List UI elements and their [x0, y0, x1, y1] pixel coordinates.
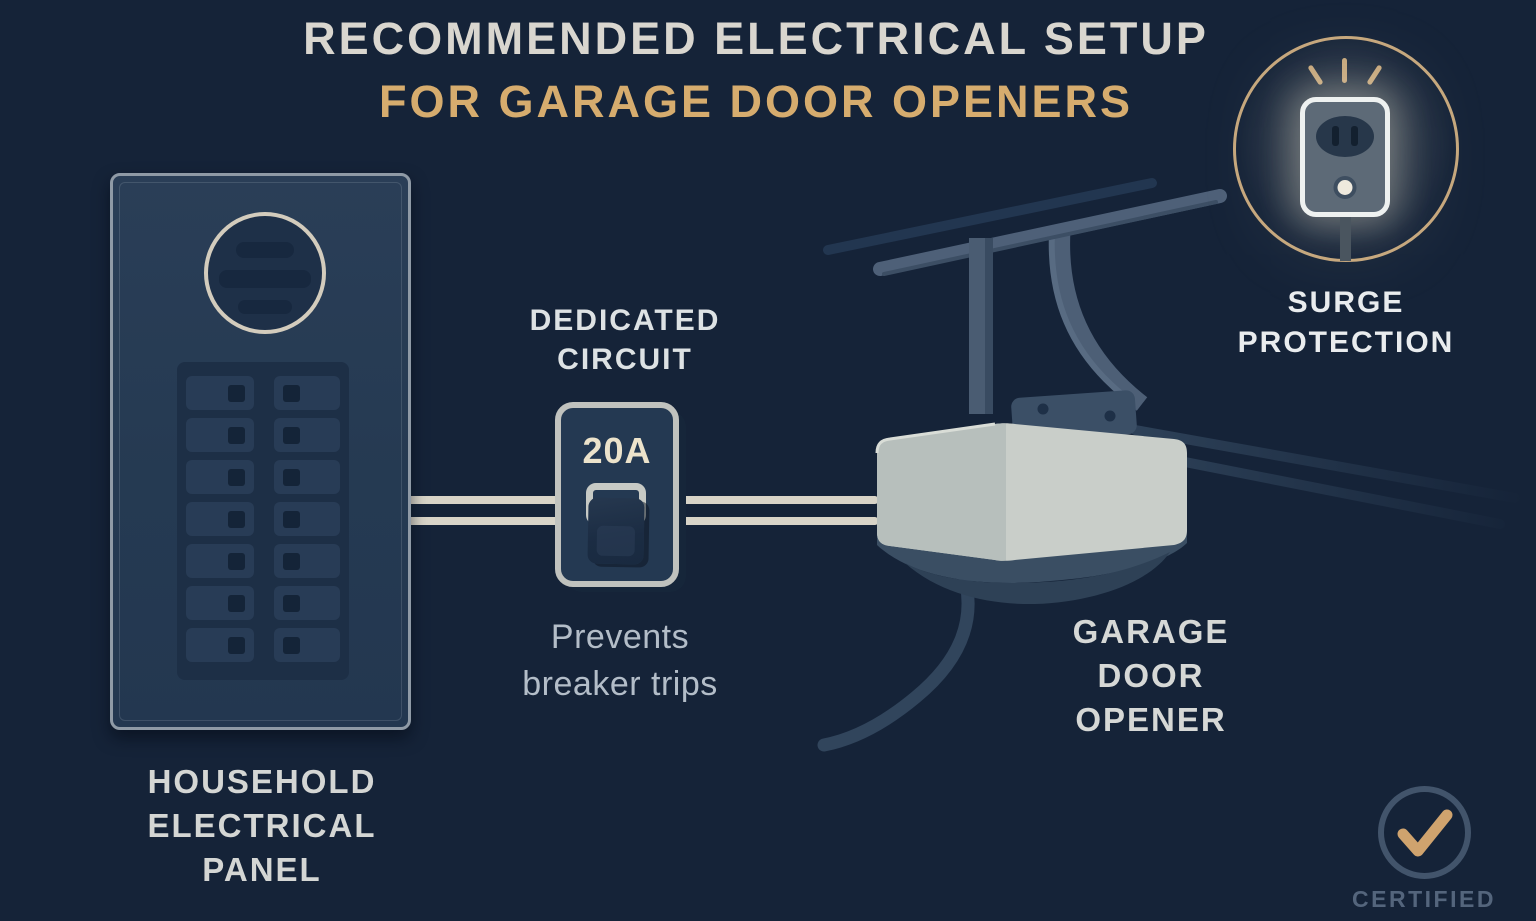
outlet-slot — [1351, 126, 1358, 146]
circuit-benefit-note: Prevents breaker trips — [470, 614, 770, 708]
surge-protector-cord — [1340, 217, 1351, 261]
breaker-switch — [186, 628, 254, 662]
surge-protection-label-line: SURGE — [1287, 286, 1405, 319]
mount-post-shade — [985, 238, 993, 414]
panel-label-line: HOUSEHOLD — [147, 763, 377, 800]
breaker-switch — [186, 376, 254, 410]
breaker-toggle-icon — [283, 594, 300, 612]
breaker-column-left — [186, 376, 254, 666]
breaker-toggle-icon — [283, 510, 300, 528]
surge-protection-illustration — [1233, 36, 1459, 262]
garage-door-opener-top-edge — [875, 422, 996, 454]
meter-bar — [238, 300, 292, 314]
garage-door-opener-label-line: OPENER — [1075, 701, 1227, 738]
breaker-toggle-icon — [283, 426, 300, 444]
opener-underside-shadow — [905, 552, 1170, 605]
outlet-face — [1316, 116, 1374, 157]
breaker-switch — [274, 544, 340, 578]
panel-label-line: ELECTRICAL — [147, 807, 377, 844]
dedicated-circuit-label: DEDICATED CIRCUIT — [475, 301, 775, 379]
ceiling-rail-main-shade — [882, 200, 1218, 276]
spark-ray-icon — [1342, 58, 1347, 83]
meter-bar — [219, 270, 311, 288]
panel-label-line: PANEL — [202, 851, 322, 888]
dedicated-circuit-label-line: CIRCUIT — [557, 343, 693, 376]
circuit-benefit-note-line: breaker trips — [522, 665, 718, 703]
reset-button-icon — [1333, 176, 1357, 199]
breaker-switch — [274, 586, 340, 620]
breaker-switch — [186, 544, 254, 578]
breaker-switch — [186, 418, 254, 452]
breaker-switch — [274, 502, 340, 536]
garage-door-opener-label-line: GARAGE — [1072, 613, 1230, 650]
mount-post — [969, 238, 985, 414]
breaker-toggle-icon — [228, 636, 245, 654]
breaker-switch — [274, 460, 340, 494]
meter-icon — [204, 212, 326, 334]
opener-power-cord — [817, 561, 975, 752]
breaker-toggle-icon — [283, 468, 300, 486]
breaker-toggle-icon — [228, 510, 245, 528]
ceiling-rail-main — [873, 189, 1227, 276]
circuit-breaker-20a: 20A — [555, 402, 679, 587]
breaker-toggle-icon — [228, 468, 245, 486]
breaker-toggle-icon — [283, 636, 300, 654]
breaker-toggle-icon — [228, 552, 245, 570]
breaker-switch-icon — [585, 483, 649, 567]
breaker-switch — [186, 460, 254, 494]
breaker-grid — [177, 362, 349, 680]
ceiling-rail-faint — [823, 178, 1157, 255]
breaker-column-right — [274, 376, 340, 666]
amperage-rating: 20A — [582, 430, 652, 471]
page-title-line2: FOR GARAGE DOOR OPENERS — [378, 76, 1134, 127]
surge-protection-label: SURGE PROTECTION — [1196, 283, 1496, 363]
breaker-switch — [274, 628, 340, 662]
door-rail-lower — [1180, 457, 1505, 529]
garage-door-opener-label-line: DOOR — [1097, 657, 1205, 694]
certified-label: CERTIFIED — [1352, 886, 1496, 912]
page-title-line1: RECOMMENDED ELECTRICAL SETUP — [303, 13, 1209, 64]
switch-handle — [587, 497, 645, 565]
surge-protector-outlet-icon — [1300, 97, 1390, 217]
door-rail-upper — [1130, 425, 1520, 503]
electrical-panel-illustration — [110, 173, 411, 730]
garage-door-opener-label: GARAGE DOOR OPENER — [1001, 610, 1301, 742]
breaker-toggle-icon — [228, 594, 245, 612]
dedicated-circuit-label-line: DEDICATED — [529, 304, 721, 337]
bracket-bolt-left — [1037, 403, 1049, 415]
breaker-toggle-icon — [283, 384, 300, 402]
breaker-switch — [274, 418, 340, 452]
panel-label: HOUSEHOLD ELECTRICAL PANEL — [112, 760, 412, 892]
bracket-bolt-right — [1104, 410, 1116, 422]
surge-protection-label-line: PROTECTION — [1237, 326, 1455, 359]
breaker-toggle-icon — [228, 384, 245, 402]
breaker-switch — [186, 586, 254, 620]
breaker-switch — [186, 502, 254, 536]
breaker-toggle-icon — [283, 552, 300, 570]
outlet-slot — [1332, 126, 1339, 146]
breaker-switch — [274, 376, 340, 410]
checkmark-icon — [1397, 809, 1453, 857]
curved-support-arm-highlight — [1048, 231, 1126, 399]
circuit-benefit-note-line: Prevents — [550, 618, 690, 656]
garage-door-opener-left-face — [877, 423, 1006, 561]
curved-support-arm — [1053, 229, 1148, 411]
breaker-toggle-icon — [228, 426, 245, 444]
meter-bar — [236, 242, 294, 258]
certified-badge — [1378, 786, 1471, 879]
